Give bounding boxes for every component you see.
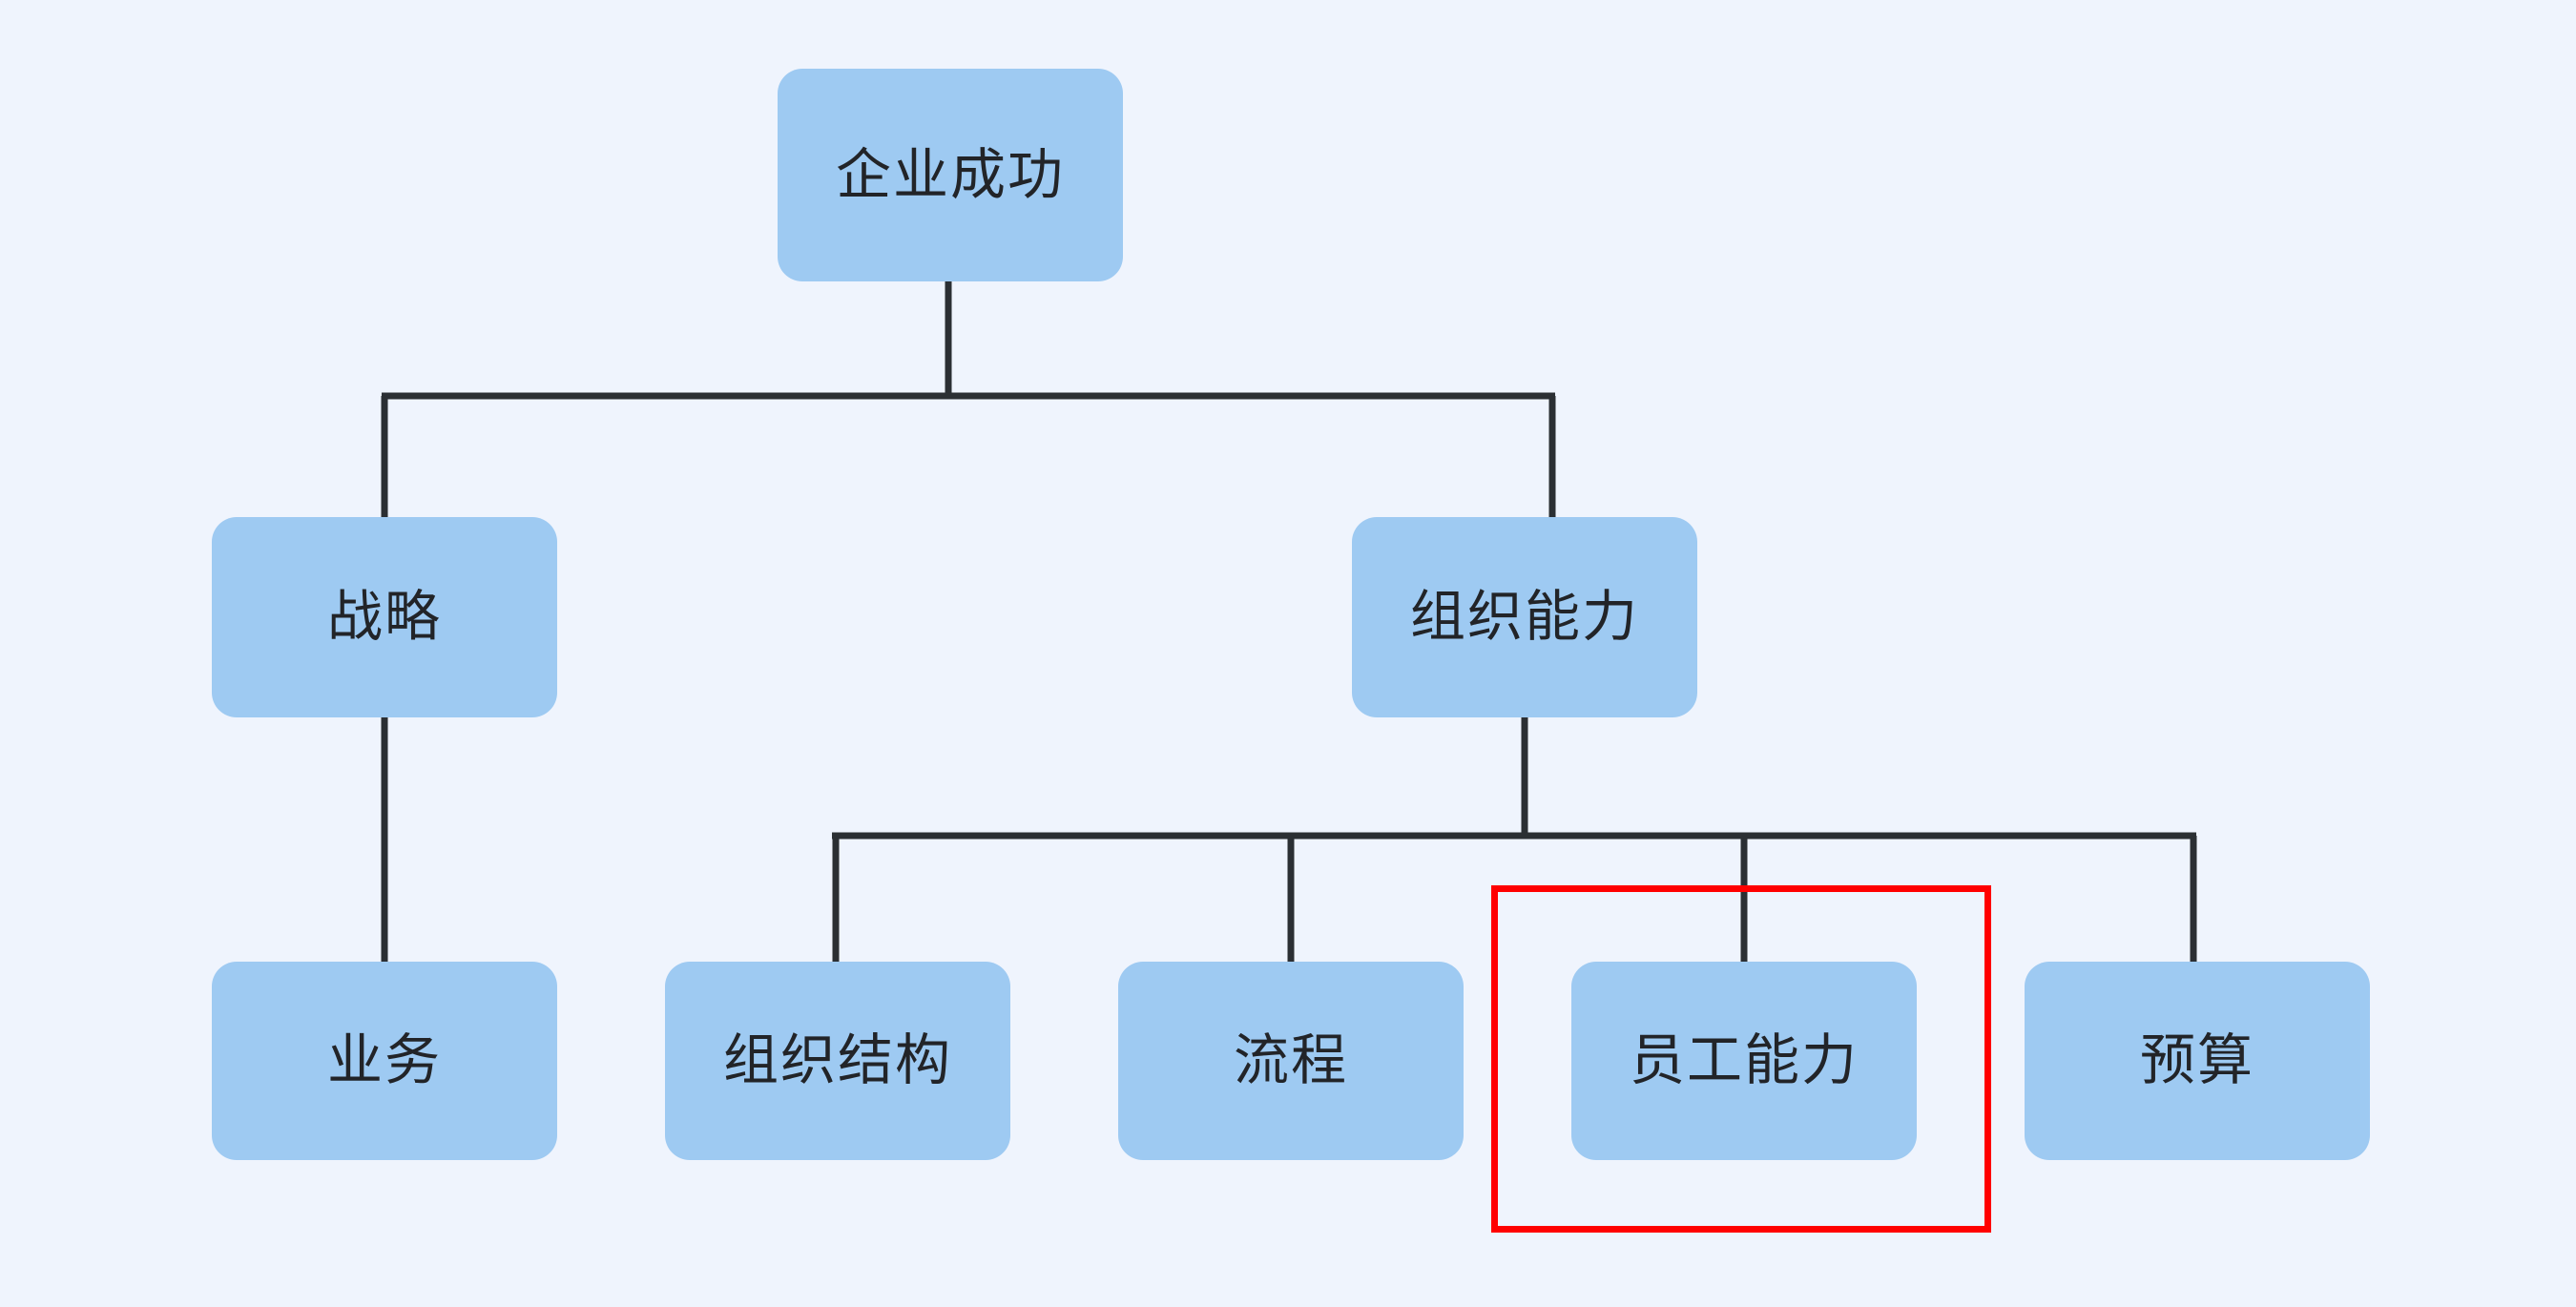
node-label-budget: 预算 <box>2139 1029 2254 1091</box>
node-label-strategy: 战略 <box>326 586 442 648</box>
node-label-employee-capability: 员工能力 <box>1629 1029 1859 1091</box>
node-business[interactable]: 业务 <box>212 962 557 1160</box>
node-label-process: 流程 <box>1233 1029 1348 1091</box>
node-employee-capability[interactable]: 员工能力 <box>1571 962 1917 1160</box>
node-org-structure[interactable]: 组织结构 <box>665 962 1010 1160</box>
connector-lines <box>381 281 2197 962</box>
node-label-root: 企业成功 <box>835 143 1065 206</box>
node-root[interactable]: 企业成功 <box>778 69 1123 281</box>
node-process[interactable]: 流程 <box>1118 962 1464 1160</box>
node-label-org-structure: 组织结构 <box>722 1029 952 1091</box>
node-org-capability[interactable]: 组织能力 <box>1352 517 1697 717</box>
node-label-org-capability: 组织能力 <box>1409 586 1639 648</box>
node-label-business: 业务 <box>326 1029 442 1091</box>
node-budget[interactable]: 预算 <box>2025 962 2370 1160</box>
node-strategy[interactable]: 战略 <box>212 517 557 717</box>
